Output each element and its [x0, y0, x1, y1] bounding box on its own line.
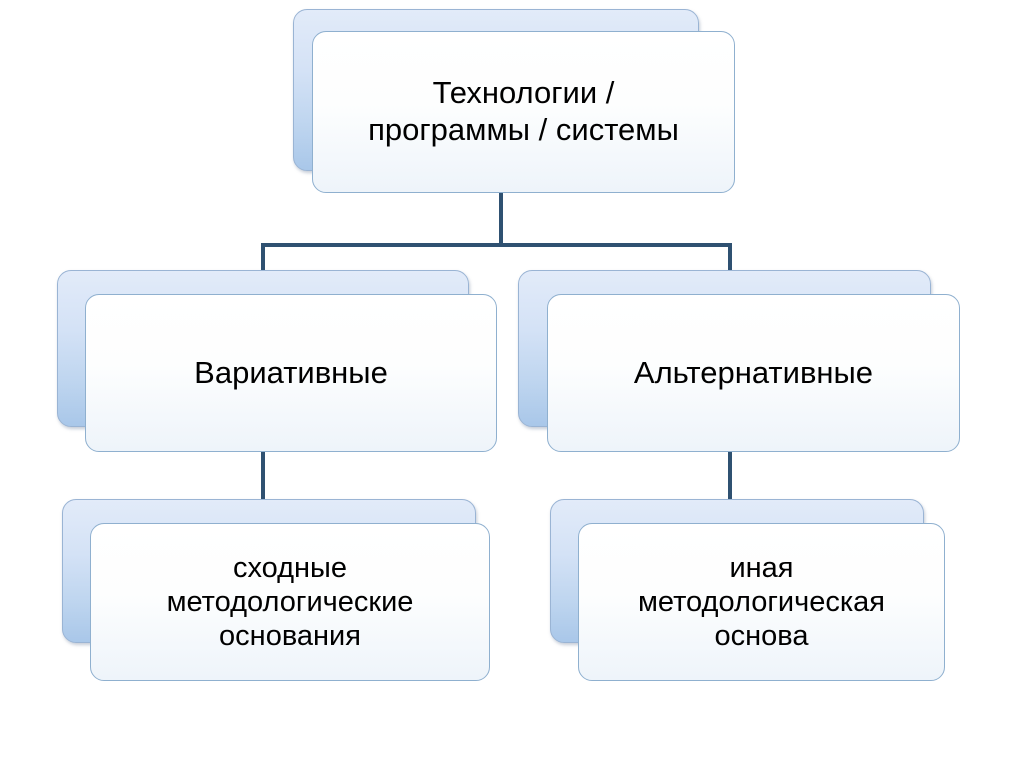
connector-left-to-similar: [261, 430, 265, 515]
connector-right-to-other: [728, 430, 732, 515]
node-alternative-label: Альтернативные: [633, 354, 874, 390]
connector-drop-right: [728, 243, 732, 288]
node-similar-basis-box[interactable]: сходные методологические основания: [90, 523, 490, 681]
node-root-label: Технологии / программы / системы: [368, 75, 679, 147]
node-variative-box[interactable]: Вариативные: [85, 294, 497, 452]
connector-root-stem: [499, 190, 503, 247]
node-root-box[interactable]: Технологии / программы / системы: [312, 31, 735, 193]
node-variative-label: Вариативные: [194, 354, 388, 390]
connector-drop-left: [261, 243, 265, 288]
node-alternative-box[interactable]: Альтернативные: [547, 294, 960, 452]
node-similar-basis-label: сходные методологические основания: [166, 551, 414, 653]
node-other-basis-box[interactable]: иная методологическая основа: [578, 523, 945, 681]
connector-horizontal-bar: [261, 243, 732, 247]
node-other-basis-label: иная методологическая основа: [637, 551, 885, 653]
